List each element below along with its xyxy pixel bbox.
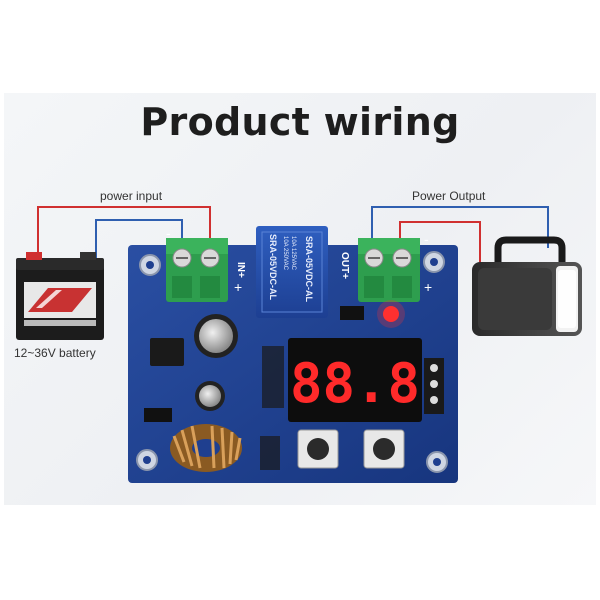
output-terminal-block bbox=[358, 238, 420, 302]
relay-model-2: SRA-05VDC-AL bbox=[304, 236, 314, 303]
power-station bbox=[472, 236, 582, 336]
output-red-wire bbox=[399, 221, 481, 262]
input-blue-wire bbox=[95, 219, 183, 262]
ic-chip bbox=[150, 338, 184, 366]
capacitor-large bbox=[194, 314, 238, 358]
pcb-board bbox=[128, 226, 458, 483]
input-red-wire bbox=[37, 206, 211, 262]
output-blue-wire bbox=[371, 206, 549, 248]
display-digits: 88.8 bbox=[290, 352, 420, 415]
minus-left: - bbox=[166, 225, 171, 241]
battery-label: 12~36V battery bbox=[14, 346, 96, 360]
capacitor-small bbox=[195, 381, 225, 411]
button-left bbox=[297, 429, 339, 469]
header-pins bbox=[424, 358, 444, 414]
power-output-label: Power Output bbox=[412, 189, 486, 203]
in-terminal-label: IN+ bbox=[235, 262, 246, 278]
out-terminal-label: OUT+ bbox=[339, 252, 350, 279]
led-display bbox=[288, 338, 422, 422]
plus-right: + bbox=[424, 279, 432, 295]
toroid-inductor bbox=[170, 424, 242, 472]
plus-left: + bbox=[234, 279, 242, 295]
input-wires bbox=[37, 206, 211, 262]
input-terminal-block bbox=[166, 238, 228, 302]
relay-model: SRA-05VDC-AL bbox=[268, 234, 278, 301]
status-led bbox=[383, 306, 399, 322]
relay-rating-1: 10A 250VAC bbox=[282, 236, 288, 271]
relay bbox=[256, 226, 328, 318]
minus-right: - bbox=[424, 231, 429, 247]
power-input-label: power input bbox=[100, 189, 163, 203]
page-title: Product wiring bbox=[140, 100, 460, 144]
button-right bbox=[363, 429, 405, 469]
battery bbox=[16, 252, 104, 340]
relay-rating-2: 10A 125VAC bbox=[290, 236, 296, 271]
output-wires bbox=[371, 206, 549, 262]
